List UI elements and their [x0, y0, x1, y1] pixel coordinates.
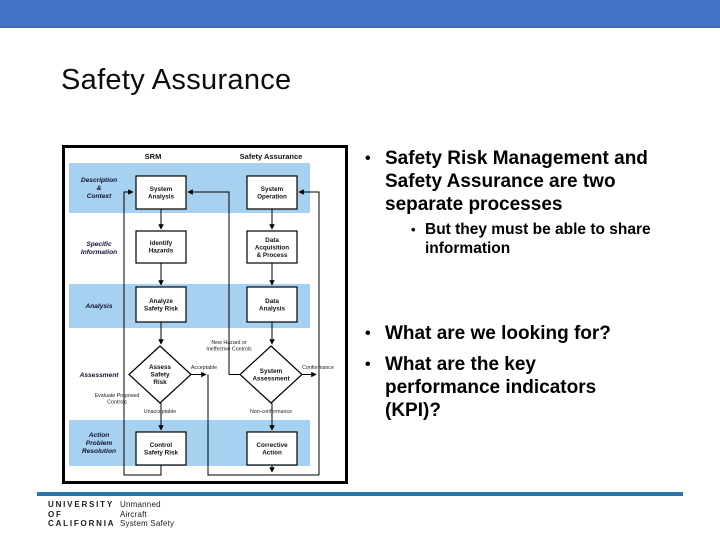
- acceptable-to-bottom-line: [207, 374, 319, 476]
- bullet-marker: •: [365, 325, 371, 342]
- bullet-item: • What are we looking for?: [365, 322, 700, 345]
- program-line: Unmanned: [120, 500, 161, 509]
- footer-rule: [37, 492, 683, 496]
- university-of-california-logo: UNIVERSITY OF CALIFORNIA: [48, 500, 115, 529]
- bullet-marker: •: [411, 222, 416, 237]
- program-line: Aircraft: [120, 509, 147, 519]
- bullet-marker: •: [365, 150, 371, 167]
- row-label-analysis: Analysis: [84, 303, 112, 310]
- top-accent-bar: [0, 0, 720, 28]
- bullet-text: What are we looking for?: [385, 323, 611, 344]
- box-control-safety-risk: [135, 431, 187, 466]
- program-name: Unmanned Aircraft System Safety: [120, 500, 174, 529]
- bullet-item: • Safety Risk Management and Safety Assu…: [365, 147, 700, 216]
- bullet-item: • What are the key performance indicator…: [365, 353, 700, 422]
- srm-sa-flowchart-diagram: SRM Safety Assurance Description&Context: [62, 145, 348, 484]
- bullet-marker: •: [365, 356, 371, 373]
- box-data-analysis: [246, 286, 298, 323]
- box-data-acquisition: [246, 230, 298, 264]
- loop-up-to-system-operation: [298, 189, 320, 475]
- logo-line: CALIFORNIA: [48, 519, 116, 528]
- bullet-text: But they must be able to share informati…: [425, 221, 651, 257]
- box-corrective-action: [246, 431, 298, 466]
- logo-line: UNIVERSITY: [48, 500, 115, 509]
- diamond-system-assessment: [239, 345, 303, 404]
- box-analyze-safety-risk: [135, 286, 187, 323]
- bullet-sub-item: • But they must be able to share informa…: [411, 220, 700, 258]
- row-label-assessment: Assessment: [79, 372, 120, 379]
- label-non-conformance: Non-conformance: [250, 409, 292, 415]
- diamond-assess-safety-risk: [128, 345, 192, 404]
- bullet-text: Safety Risk Management and Safety Assura…: [385, 148, 648, 215]
- box-identify-hazards: [135, 230, 187, 264]
- program-line: System Safety: [120, 519, 175, 528]
- box-system-analysis: [135, 175, 187, 210]
- column-header-safety-assurance: Safety Assurance: [240, 152, 303, 161]
- row-label-description-context: Description&Context: [81, 177, 117, 200]
- logo-line: OF: [48, 509, 63, 519]
- slide-title: Safety Assurance: [61, 64, 292, 96]
- column-header-srm: SRM: [145, 152, 162, 161]
- bullet-list: • Safety Risk Management and Safety Assu…: [365, 147, 700, 422]
- feedback-loop-control-to-system-analysis: [123, 189, 162, 476]
- feedback-new-hazard-to-system-analysis: [187, 189, 240, 375]
- bullet-text: What are the key performance indicators …: [385, 354, 597, 421]
- box-system-operation: [246, 175, 298, 210]
- label-unacceptable: Unacceptable: [144, 409, 176, 415]
- label-conformance: Conformance: [302, 365, 334, 371]
- label-acceptable: Acceptable: [191, 365, 217, 371]
